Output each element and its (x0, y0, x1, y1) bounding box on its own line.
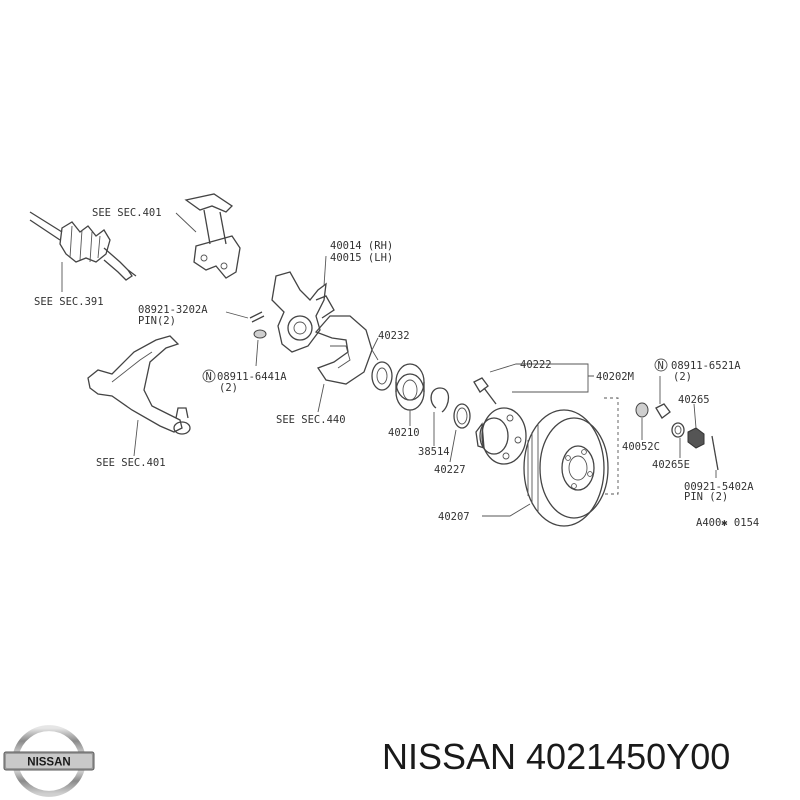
drive-shaft-icon (29, 211, 137, 281)
label-40202m: 40202M (596, 371, 634, 383)
leader-see-sec-401-bottom (133, 419, 139, 457)
leader-40207 (482, 503, 531, 517)
label-40265: 40265 (678, 394, 710, 406)
leader-40227 (449, 429, 457, 463)
brake-disc-40207-icon (523, 409, 609, 527)
label-pin-00921: 00921-5402A (684, 481, 754, 493)
label-40210: 40210 (388, 427, 420, 439)
label-pin-00921-qty: PIN (2) (684, 491, 728, 503)
leader-nut-08911-6441 (255, 339, 259, 367)
label-see-sec-401-top: SEE SEC.401 (92, 207, 162, 219)
leader-40222 (489, 363, 589, 376)
snap-ring-40227-icon (453, 403, 471, 429)
assembly-bracket (604, 397, 619, 495)
marker-n-text-1: N (206, 371, 212, 383)
lock-nut-40265-icon (687, 427, 705, 449)
leader-40265 (693, 403, 697, 429)
label-see-sec-391: SEE SEC.391 (34, 296, 104, 308)
hub-bolt-40222-icon (473, 377, 497, 405)
strut-bracket-icon (184, 193, 241, 279)
leader-knuckle (323, 255, 327, 287)
label-knuckle-rh: 40014 (RH) (330, 240, 393, 252)
label-40227: 40227 (434, 464, 466, 476)
label-see-sec-401-bottom: SEE SEC.401 (96, 457, 166, 469)
label-nut-08911-6521-qty: (2) (673, 371, 692, 383)
seal-40232-icon (371, 361, 393, 391)
label-40052c: 40052C (622, 441, 660, 453)
label-ref-code: A400✱ 0154 (696, 517, 759, 529)
wheel-bearing-40210-icon (395, 363, 425, 411)
label-40232: 40232 (378, 330, 410, 342)
wheel-hub-icon (475, 407, 527, 465)
washer-40052c-icon (635, 402, 649, 418)
label-knuckle-lh: 40015 (LH) (330, 252, 393, 264)
label-nut-08911-6441: 08911-6441A (217, 371, 287, 383)
steering-knuckle-icon (271, 271, 335, 353)
logo-text: NISSAN (27, 757, 70, 769)
label-40222: 40222 (520, 359, 552, 371)
label-pin-08921: 08921-3202A (138, 304, 208, 316)
leader-see-sec-440 (317, 383, 325, 413)
lower-control-arm-icon (87, 335, 191, 435)
label-see-sec-440: SEE SEC.440 (276, 414, 346, 426)
cotter-pin-icon (249, 311, 265, 323)
circlip-38514-icon (430, 387, 450, 413)
marker-n-text-2: N (658, 360, 664, 372)
marker-n-circle-2 (654, 358, 668, 372)
label-nut-08911-6521: 08911-6521A (671, 360, 741, 372)
label-nut-08911-6441-qty: (2) (219, 382, 238, 394)
leader-40232 (371, 337, 379, 361)
cotter-pin-00921-icon (711, 435, 719, 471)
leader-40202m (512, 375, 594, 393)
label-40207: 40207 (438, 511, 470, 523)
leader-see-sec-401-top (175, 212, 197, 233)
marker-n-circle-1 (202, 369, 216, 383)
label-40265e: 40265E (652, 459, 690, 471)
leader-pin-08921 (225, 311, 249, 319)
label-pin-08921-qty: PIN(2) (138, 315, 176, 327)
nissan-logo-icon: NISSAN (3, 725, 95, 797)
dust-shield-icon (314, 315, 373, 385)
castle-nut-icon (253, 329, 267, 339)
washer-40265e-icon (671, 422, 685, 438)
label-38514: 38514 (418, 446, 450, 458)
part-number-title: NISSAN 4021450Y00 (382, 736, 731, 777)
hub-nut-icon (655, 403, 671, 419)
